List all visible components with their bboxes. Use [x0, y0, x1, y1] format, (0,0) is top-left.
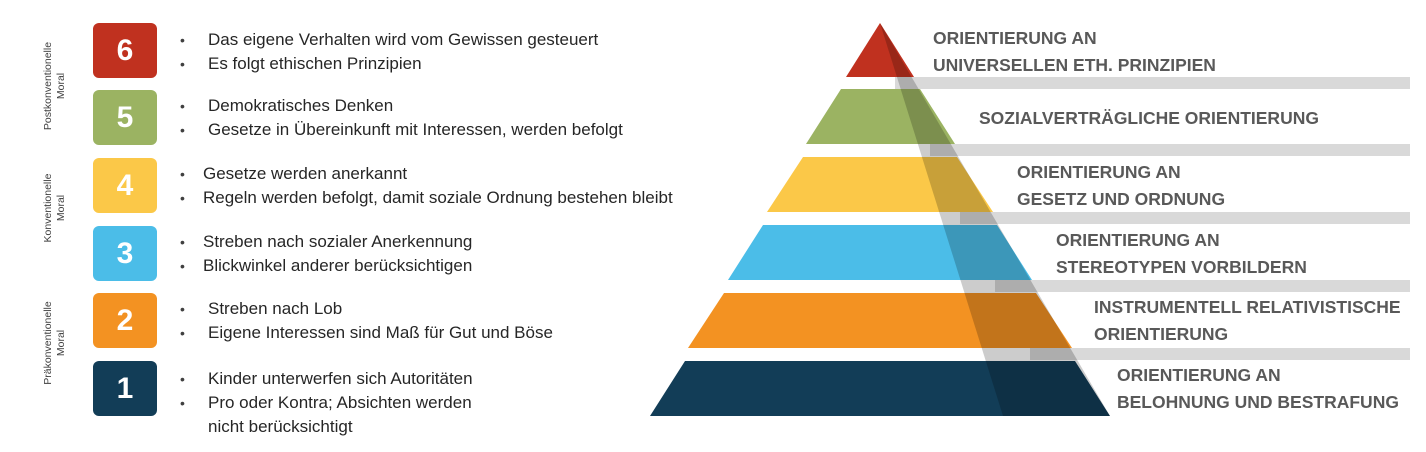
level-number: 1	[116, 371, 134, 405]
level-box-6: 6	[93, 23, 157, 78]
bullet-text: Streben nach Lob	[208, 299, 343, 318]
pyramid-tier-1	[650, 361, 1110, 416]
bullet-text: Pro oder Kontra; Absichten werden	[208, 393, 472, 412]
pyramid-tier-4	[767, 157, 993, 212]
bullet-icon: •	[180, 56, 185, 72]
stage-label-line1: INSTRUMENTELL RELATIVISTISCHE	[1094, 297, 1401, 317]
bullet-list-5: • Demokratisches Denken • Gesetze in Übere…	[180, 94, 623, 142]
bullet-icon: •	[180, 32, 185, 48]
level-box-1: 1	[93, 361, 157, 416]
level-number: 6	[116, 33, 134, 67]
bullet-icon: •	[180, 234, 185, 250]
level-number: 5	[116, 100, 134, 134]
level-number: 2	[116, 303, 134, 337]
list-item: • Eigene Interessen sind Maß für Gut und …	[180, 321, 553, 345]
stage-label-line2: BELOHNUNG UND BESTRAFUNG	[1117, 392, 1399, 412]
bullet-text: Eigene Interessen sind Maß für Gut und B…	[208, 323, 553, 342]
pyramid-tier-2	[688, 293, 1072, 348]
bullet-text: Gesetze werden anerkannt	[203, 164, 408, 183]
list-item: • Regeln werden befolgt, damit soziale Or…	[180, 186, 673, 210]
stage-label-line2: STEREOTYPEN VORBILDERN	[1056, 257, 1307, 277]
level-box-5: 5	[93, 90, 157, 145]
stage-label-4: ORIENTIERUNG AN GESETZ UND ORDNUNG	[1017, 159, 1225, 213]
stage-label-line2: GESETZ UND ORDNUNG	[1017, 189, 1226, 209]
bullet-icon: •	[180, 258, 185, 274]
bullet-list-3: • Streben nach sozialer Anerkennung • Blic…	[180, 230, 473, 278]
list-item: • Gesetze in Übereinkunft mit Interessen,…	[180, 118, 623, 142]
stage-label-line1: ORIENTIERUNG AN	[1056, 230, 1220, 250]
level-box-4: 4	[93, 158, 157, 213]
list-item: • Blickwinkel anderer berücksichtigen	[180, 254, 473, 278]
list-item: nicht berücksichtigt	[208, 415, 473, 439]
stage-label-line1: SOZIALVERTRÄGLICHE ORIENTIERUNG	[979, 108, 1319, 128]
pyramid-shadow	[880, 23, 1110, 416]
bullet-text: Das eigene Verhalten wird vom Gewissen g…	[208, 30, 599, 49]
bullet-text: Blickwinkel anderer berücksichtigen	[203, 256, 473, 275]
bullet-icon: •	[180, 371, 185, 387]
list-item: • Gesetze werden anerkannt	[180, 162, 673, 186]
bullet-text: Demokratisches Denken	[208, 96, 394, 115]
connector-bar-2	[1030, 348, 1410, 360]
list-item: • Kinder unterwerfen sich Autoritäten	[180, 367, 473, 391]
connector-bar-5	[930, 144, 1410, 156]
bullet-text: Streben nach sozialer Anerkennung	[203, 232, 473, 251]
list-item: • Es folgt ethischen Prinzipien	[180, 52, 598, 76]
pyramid-tier-5	[806, 89, 955, 144]
stage-label-line1: ORIENTIERUNG AN	[933, 28, 1097, 48]
stage-label-line1: ORIENTIERUNG AN	[1017, 162, 1181, 182]
pyramid-tier-6	[846, 23, 914, 77]
level-box-3: 3	[93, 226, 157, 281]
list-item: • Das eigene Verhalten wird vom Gewissen …	[180, 28, 599, 52]
stage-label-1: ORIENTIERUNG AN BELOHNUNG UND BESTRAFUNG	[1117, 362, 1399, 416]
stage-label-6: ORIENTIERUNG AN UNIVERSELLEN ETH. PRINZI…	[933, 25, 1216, 79]
bullet-icon: •	[180, 122, 185, 138]
list-item: • Streben nach Lob	[180, 297, 553, 321]
bullet-text: Kinder unterwerfen sich Autoritäten	[208, 369, 473, 388]
bullet-list-4: • Gesetze werden anerkannt • Regeln werden…	[180, 162, 673, 210]
connector-bar-6	[895, 77, 1410, 89]
stage-label-line2: UNIVERSELLEN ETH. PRINZIPIEN	[933, 55, 1216, 75]
stage-label-2: INSTRUMENTELL RELATIVISTISCHE ORIENTIERU…	[1094, 294, 1401, 348]
stage-label-line1: ORIENTIERUNG AN	[1117, 365, 1281, 385]
bullet-icon: •	[180, 325, 185, 341]
level-box-2: 2	[93, 293, 157, 348]
bullet-text: nicht berücksichtigt	[208, 417, 353, 436]
bullet-list-1: • Kinder unterwerfen sich Autoritäten • Pr…	[180, 367, 473, 439]
level-number: 3	[116, 236, 134, 270]
bullet-text: Es folgt ethischen Prinzipien	[208, 54, 422, 73]
list-item: • Pro oder Kontra; Absichten werden	[180, 391, 473, 415]
bullet-icon: •	[180, 301, 185, 317]
bullet-text: Gesetze in Übereinkunft mit Interessen, …	[208, 120, 623, 139]
level-number: 4	[116, 168, 134, 202]
bullet-list-2: • Streben nach Lob • Eigene Interessen sin…	[180, 297, 553, 345]
connector-bar-4	[960, 212, 1410, 224]
bullet-icon: •	[180, 98, 185, 114]
list-item: • Streben nach sozialer Anerkennung	[180, 230, 473, 254]
bullet-list-6: • Das eigene Verhalten wird vom Gewissen …	[180, 28, 599, 76]
stage-label-3: ORIENTIERUNG AN STEREOTYPEN VORBILDERN	[1056, 227, 1307, 281]
bullet-icon: •	[180, 166, 185, 182]
stage-label-line2: ORIENTIERUNG	[1094, 324, 1229, 344]
connector-bar-3	[995, 280, 1410, 292]
list-item: • Demokratisches Denken	[180, 94, 623, 118]
pyramid-tier-3	[728, 225, 1032, 280]
bullet-icon: •	[180, 395, 185, 411]
stage-label-5: SOZIALVERTRÄGLICHE ORIENTIERUNG	[979, 105, 1319, 132]
bullet-icon: •	[180, 190, 185, 206]
bullet-text: Regeln werden befolgt, damit soziale Ord…	[203, 188, 673, 207]
